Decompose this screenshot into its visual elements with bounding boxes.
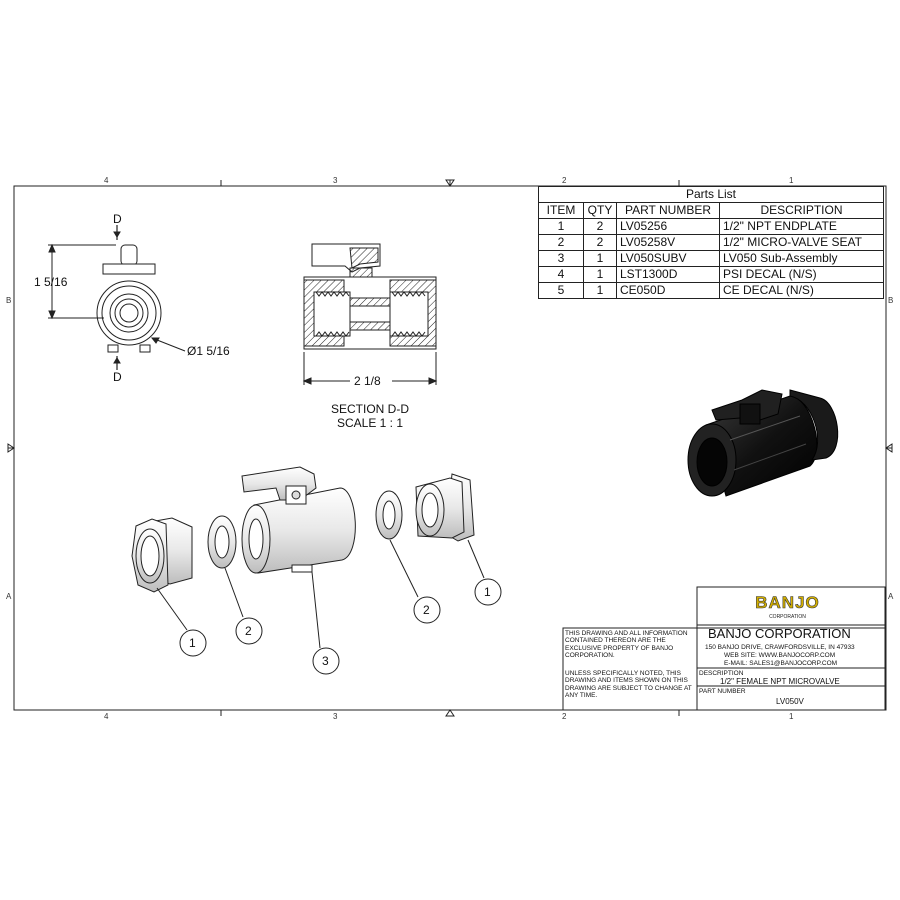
- zone-bottom-2: 2: [562, 712, 567, 721]
- cell-part-number: LV050SUBV: [616, 250, 720, 267]
- zone-top-3: 3: [333, 176, 338, 185]
- company-address: 150 BANJO DRIVE, CRAWFORDSVILLE, IN 4793…: [705, 644, 855, 651]
- section-view: [302, 243, 438, 385]
- length-dimension: 2 1/8: [354, 374, 381, 388]
- cell-item: 2: [538, 234, 584, 251]
- cell-description: PSI DECAL (N/S): [719, 266, 884, 283]
- cell-part-number: CE050D: [616, 282, 720, 299]
- zone-bottom-3: 3: [333, 712, 338, 721]
- title-block-lines: [562, 586, 886, 711]
- change-notice: UNLESS SPECIFICALLY NOTED, THIS DRAWING …: [565, 670, 692, 700]
- balloon-leaders: [156, 539, 485, 649]
- zone-top-2: 2: [562, 176, 567, 185]
- section-callout-bottom: D: [113, 370, 122, 384]
- table-row: 2 2 LV05258V 1/2" MICRO-VALVE SEAT: [538, 234, 884, 251]
- cell-description: LV050 Sub-Assembly: [719, 250, 884, 267]
- cell-part-number: LST1300D: [616, 266, 720, 283]
- cell-description: 1/2" NPT ENDPLATE: [719, 218, 884, 235]
- description-label: DESCRIPTION: [699, 670, 744, 677]
- cell-qty: 1: [583, 266, 617, 283]
- cell-qty: 2: [583, 218, 617, 235]
- banjo-logo: BANJO CORPORATION: [745, 593, 830, 623]
- zone-right-a: A: [888, 592, 894, 601]
- cell-qty: 2: [583, 234, 617, 251]
- header-part-number: PART NUMBER: [616, 202, 720, 219]
- balloon-2-left: [235, 617, 263, 645]
- parts-list-table: Parts List ITEM QTY PART NUMBER DESCRIPT…: [538, 186, 884, 299]
- cell-part-number: LV05258V: [616, 234, 720, 251]
- diameter-dimension: Ø1 5/16: [187, 344, 230, 358]
- zone-left-b: B: [6, 296, 12, 305]
- section-title: SECTION D-D SCALE 1 : 1: [290, 402, 450, 430]
- height-dimension: 1 5/16: [34, 275, 68, 289]
- table-row: 3 1 LV050SUBV LV050 Sub-Assembly: [538, 250, 884, 267]
- balloon-1-right-label: 1: [484, 585, 491, 599]
- description-value: 1/2" FEMALE NPT MICROVALVE: [720, 677, 840, 686]
- cell-description: CE DECAL (N/S): [719, 282, 884, 299]
- zone-right-b: B: [888, 296, 894, 305]
- logo-subtitle: CORPORATION: [769, 614, 806, 620]
- end-view: [48, 225, 186, 370]
- balloon-3: [312, 647, 340, 675]
- isometric-view: [687, 389, 839, 497]
- balloon-1-left-label: 1: [189, 636, 196, 650]
- zone-left-a: A: [6, 592, 12, 601]
- section-callout-top: D: [113, 212, 122, 226]
- table-row: 1 2 LV05256 1/2" NPT ENDPLATE: [538, 218, 884, 235]
- balloon-3-label: 3: [322, 654, 329, 668]
- balloon-2-left-label: 2: [245, 624, 252, 638]
- cell-item: 1: [538, 218, 584, 235]
- zone-top-1: 1: [789, 176, 794, 185]
- zone-bottom-1: 1: [789, 712, 794, 721]
- section-title-text: SECTION D-D: [331, 402, 409, 416]
- cell-item: 4: [538, 266, 584, 283]
- cell-item: 3: [538, 250, 584, 267]
- cell-qty: 1: [583, 282, 617, 299]
- parts-list-title: Parts List: [538, 186, 884, 203]
- company-email: E-MAIL: SALES1@BANJOCORP.COM: [724, 660, 838, 667]
- cell-item: 5: [538, 282, 584, 299]
- header-item: ITEM: [538, 202, 584, 219]
- company-name: BANJO CORPORATION: [708, 626, 851, 641]
- balloon-1-left: [179, 629, 207, 657]
- cell-part-number: LV05256: [616, 218, 720, 235]
- parts-list-header-row: ITEM QTY PART NUMBER DESCRIPTION: [538, 202, 884, 219]
- zone-top-4: 4: [104, 176, 109, 185]
- cell-description: 1/2" MICRO-VALVE SEAT: [719, 234, 884, 251]
- part-number-value: LV050V: [776, 697, 804, 706]
- balloon-2-right: [413, 596, 441, 624]
- zone-bottom-4: 4: [104, 712, 109, 721]
- header-description: DESCRIPTION: [719, 202, 884, 219]
- cell-qty: 1: [583, 250, 617, 267]
- balloon-2-right-label: 2: [423, 603, 430, 617]
- company-website: WEB SITE: WWW.BANJOCORP.COM: [724, 652, 836, 659]
- table-row: 4 1 LST1300D PSI DECAL (N/S): [538, 266, 884, 283]
- header-qty: QTY: [583, 202, 617, 219]
- table-row: 5 1 CE050D CE DECAL (N/S): [538, 282, 884, 299]
- section-scale-text: SCALE 1 : 1: [336, 416, 404, 430]
- ownership-notice: THIS DRAWING AND ALL INFORMATION CONTAIN…: [565, 630, 688, 660]
- part-number-label: PART NUMBER: [699, 688, 746, 695]
- balloon-1-right: [474, 578, 502, 606]
- parts-list-title-row: Parts List: [538, 186, 884, 203]
- exploded-view: [131, 466, 475, 593]
- logo-wordmark: BANJO: [755, 593, 820, 613]
